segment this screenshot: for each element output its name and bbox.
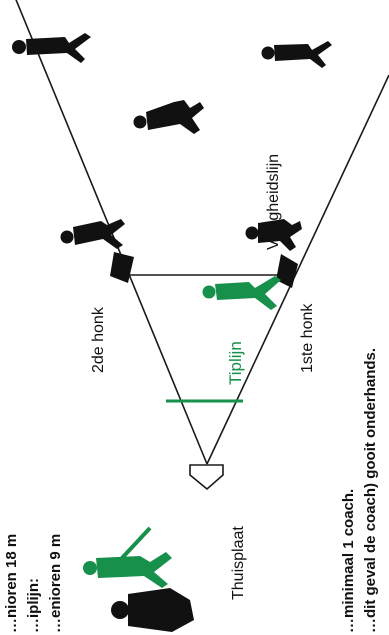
- tip-line-label: Tiplijn: [226, 341, 245, 385]
- first-base-label: 1ste honk: [299, 303, 316, 373]
- player-silhouette-icon: [60, 219, 125, 249]
- player-silhouette-icon: [261, 41, 332, 68]
- home-plate-icon: [189, 464, 224, 491]
- rules-left-line3: …enioren 9 m: [47, 534, 64, 633]
- first-base-icon: [276, 254, 298, 288]
- right-foul-line: [206, 74, 389, 465]
- second-base-icon: [110, 252, 134, 283]
- second-base-label: 2de honk: [90, 306, 107, 373]
- rules-left-line1: …nioren 18 m: [3, 534, 20, 633]
- player-silhouette-icon: [12, 33, 91, 63]
- player-silhouette-icon: [245, 219, 302, 251]
- batter-silhouette-icon: [83, 526, 172, 588]
- pitcher-silhouette-icon: [202, 276, 281, 310]
- rules-left-line2: …iplijn:: [25, 578, 42, 633]
- rules-right-line1: …minimaal 1 coach.: [340, 489, 357, 633]
- catcher-silhouette-icon: [111, 588, 194, 632]
- rules-right-line2: …dit geval de coach) gooit onderhands.: [362, 348, 379, 633]
- home-plate-label: Thuisplaat: [230, 526, 247, 600]
- player-silhouette-icon: [133, 100, 204, 134]
- rules-right-line3: …: [379, 618, 389, 633]
